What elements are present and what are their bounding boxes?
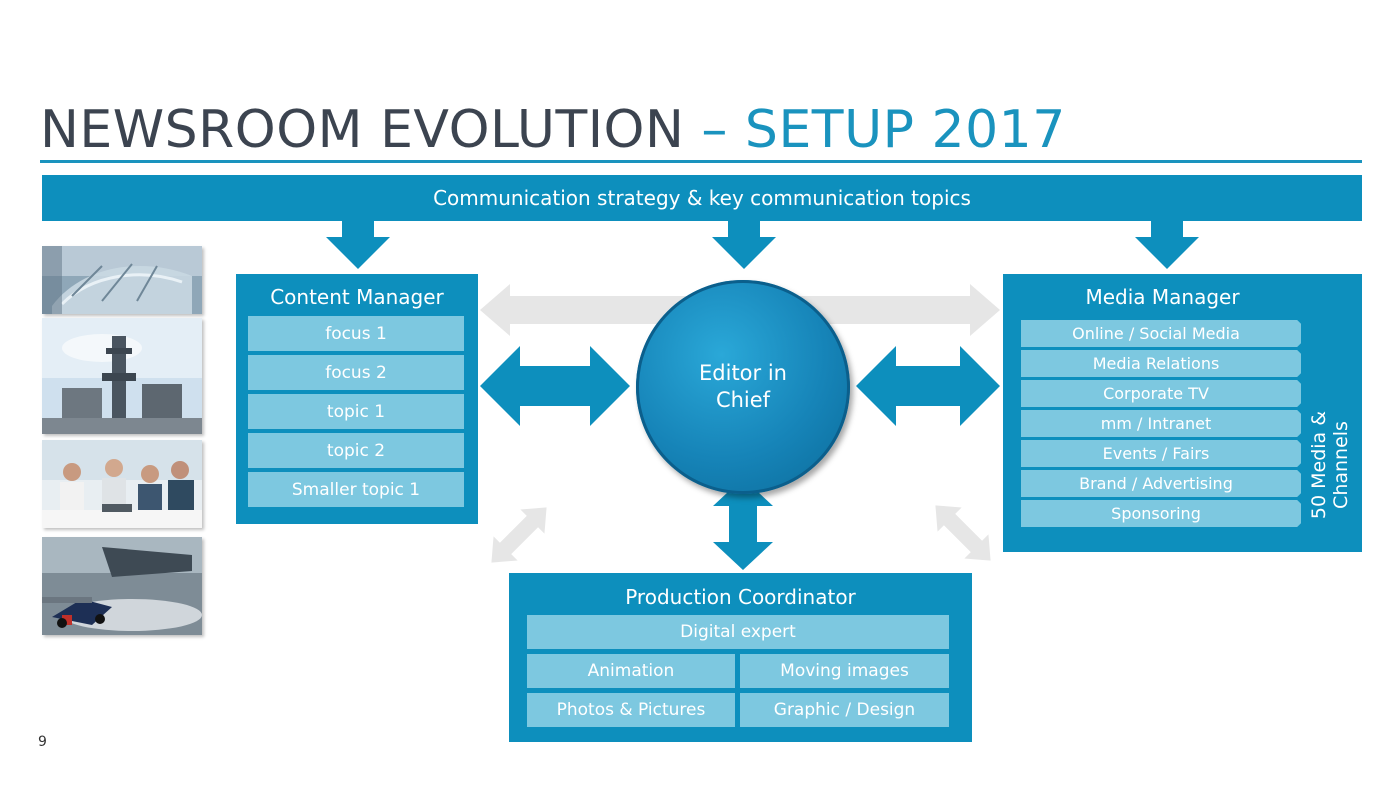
media-manager-title: Media Manager bbox=[1085, 285, 1240, 309]
content-manager-item: focus 2 bbox=[248, 355, 464, 390]
content-manager-item: Smaller topic 1 bbox=[248, 472, 464, 507]
down-arrow-right-icon bbox=[1135, 221, 1199, 269]
photo-racing-car bbox=[42, 537, 202, 635]
title-accent: – SETUP 2017 bbox=[701, 100, 1066, 160]
down-arrow-center-icon bbox=[712, 221, 776, 269]
blue-double-arrow-left-icon bbox=[480, 346, 630, 426]
production-item: Photos & Pictures bbox=[527, 693, 735, 727]
media-channels-label-text: 50 Media & Channels bbox=[1308, 410, 1352, 520]
content-manager-item: focus 1 bbox=[248, 316, 464, 351]
production-item: Moving images bbox=[740, 654, 949, 688]
production-item-wide: Digital expert bbox=[527, 615, 949, 649]
page-number: 9 bbox=[38, 734, 47, 750]
photo-car-wireframe bbox=[42, 246, 202, 314]
gray-diagonal-arrow-left-icon bbox=[488, 504, 550, 566]
media-manager-item-label: Events / Fairs bbox=[1102, 444, 1210, 463]
down-arrow-left-icon bbox=[326, 221, 390, 269]
content-manager-item: topic 1 bbox=[248, 394, 464, 429]
strategy-banner-label: Communication strategy & key communicati… bbox=[433, 186, 971, 210]
media-manager-panel: Media Manager Online / Social Media Medi… bbox=[1003, 274, 1362, 552]
media-manager-item: Brand / Advertising bbox=[1021, 470, 1301, 497]
media-manager-item-label: Corporate TV bbox=[1103, 384, 1209, 403]
title-underline bbox=[40, 160, 1362, 163]
production-coordinator-panel: Production Coordinator Digital expert An… bbox=[509, 573, 972, 742]
page-title: NEWSROOM EVOLUTION – SETUP 2017 bbox=[40, 100, 1066, 160]
production-item: Animation bbox=[527, 654, 735, 688]
editor-line-1: Editor in bbox=[699, 361, 787, 385]
media-manager-item-label: Sponsoring bbox=[1111, 504, 1201, 523]
media-manager-item-label: Media Relations bbox=[1092, 354, 1220, 373]
media-manager-item: Corporate TV bbox=[1021, 380, 1301, 407]
strategy-banner: Communication strategy & key communicati… bbox=[42, 175, 1362, 221]
production-item: Graphic / Design bbox=[740, 693, 949, 727]
blue-double-arrow-vertical-icon bbox=[713, 478, 773, 570]
photo-team-meeting bbox=[42, 440, 202, 528]
blue-double-arrow-right-icon bbox=[856, 346, 1000, 426]
content-manager-title: Content Manager bbox=[270, 285, 444, 309]
production-coordinator-title: Production Coordinator bbox=[625, 585, 856, 609]
media-manager-item-label: mm / Intranet bbox=[1100, 414, 1212, 433]
gray-diagonal-arrow-right-icon bbox=[932, 502, 994, 564]
media-manager-item: Events / Fairs bbox=[1021, 440, 1301, 467]
media-manager-item: Online / Social Media bbox=[1021, 320, 1301, 347]
media-manager-item: Sponsoring bbox=[1021, 500, 1301, 527]
title-main: NEWSROOM EVOLUTION bbox=[40, 100, 685, 160]
editor-in-chief-circle: Editor in Chief bbox=[636, 280, 850, 494]
photo-industrial-plant bbox=[42, 318, 202, 434]
content-manager-panel: Content Manager focus 1 focus 2 topic 1 … bbox=[236, 274, 478, 524]
content-manager-item: topic 2 bbox=[248, 433, 464, 468]
media-manager-item-label: Online / Social Media bbox=[1072, 324, 1240, 343]
media-manager-item: Media Relations bbox=[1021, 350, 1301, 377]
editor-line-2: Chief bbox=[715, 388, 771, 412]
media-channels-label: 50 Media & Channels bbox=[1299, 370, 1361, 560]
media-manager-item: mm / Intranet bbox=[1021, 410, 1301, 437]
media-manager-item-label: Brand / Advertising bbox=[1079, 474, 1233, 493]
